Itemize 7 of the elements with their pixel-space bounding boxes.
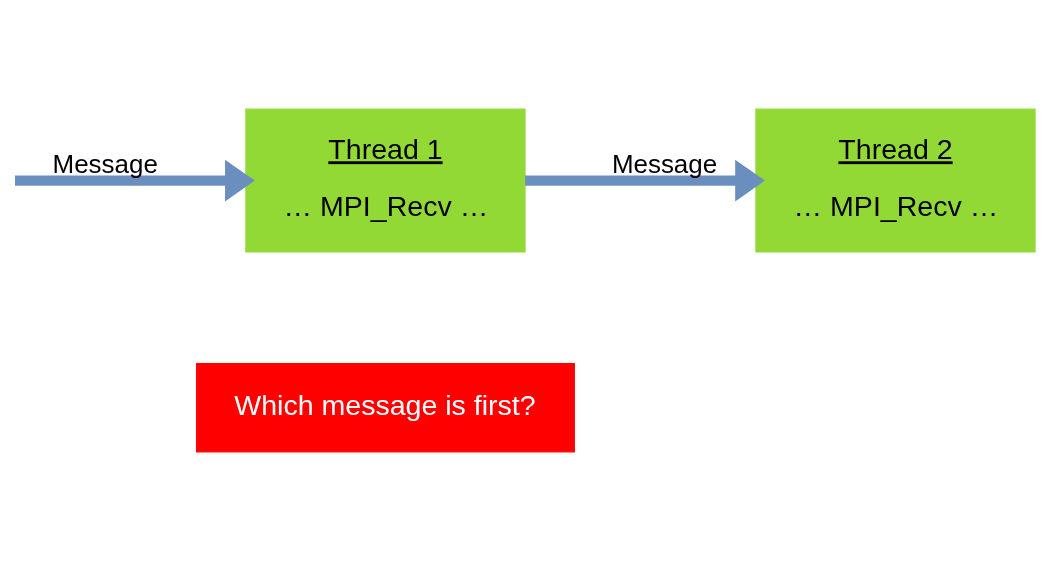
node-box: Which message is first? [196,362,575,453]
node-box: Thread 2 … MPI_Recv … [755,108,1036,253]
edge-label: Message [52,149,158,178]
edge-label: Message [611,149,718,178]
arrow [525,159,765,202]
node-box: Thread 1 … MPI_Recv … [245,108,526,253]
arrow [15,159,255,202]
